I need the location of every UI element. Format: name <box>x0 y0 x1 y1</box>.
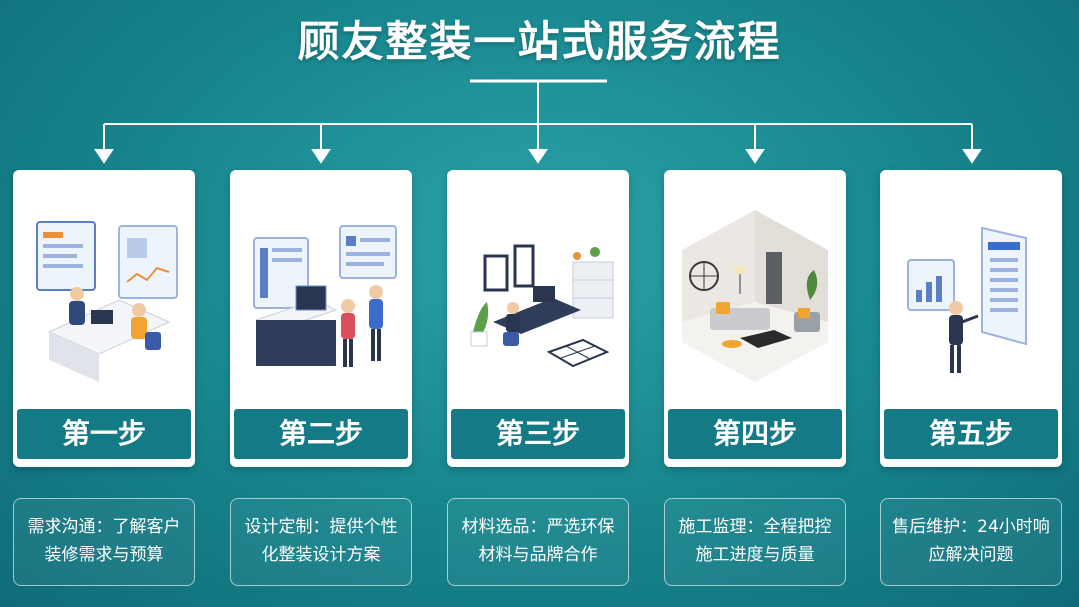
living-room-icon <box>682 210 828 382</box>
step-card-1: 第一步 <box>13 170 195 467</box>
step-label: 第四步 <box>668 409 842 459</box>
step-label: 第一步 <box>17 409 191 459</box>
step-description-5: 售后维护：24小时响应解决问题 <box>880 498 1062 586</box>
step-card-2: 第二步 <box>230 170 412 467</box>
step-card-3: 第三步 <box>447 170 629 467</box>
step-description-3: 材料选品：严选环保材料与品牌合作 <box>447 498 629 586</box>
consultation-meeting-icon <box>36 221 178 382</box>
step-description-4: 施工监理：全程把控施工进度与质量 <box>664 498 846 586</box>
step-label: 第五步 <box>884 409 1058 459</box>
step-label: 第三步 <box>451 409 625 459</box>
step-description-1: 需求沟通：了解客户装修需求与预算 <box>13 498 195 586</box>
page-title: 顾友整装一站式服务流程 <box>297 17 782 66</box>
after-sales-support-icon <box>907 226 1027 373</box>
step-card-4: 第四步 <box>664 170 846 467</box>
step-card-5: 第五步 <box>880 170 1062 467</box>
step-description-2: 设计定制：提供个性化整装设计方案 <box>230 498 412 586</box>
design-presentation-icon <box>253 225 397 367</box>
step-label: 第二步 <box>234 409 408 459</box>
flow-connector <box>94 79 982 164</box>
material-selection-icon <box>470 244 614 368</box>
